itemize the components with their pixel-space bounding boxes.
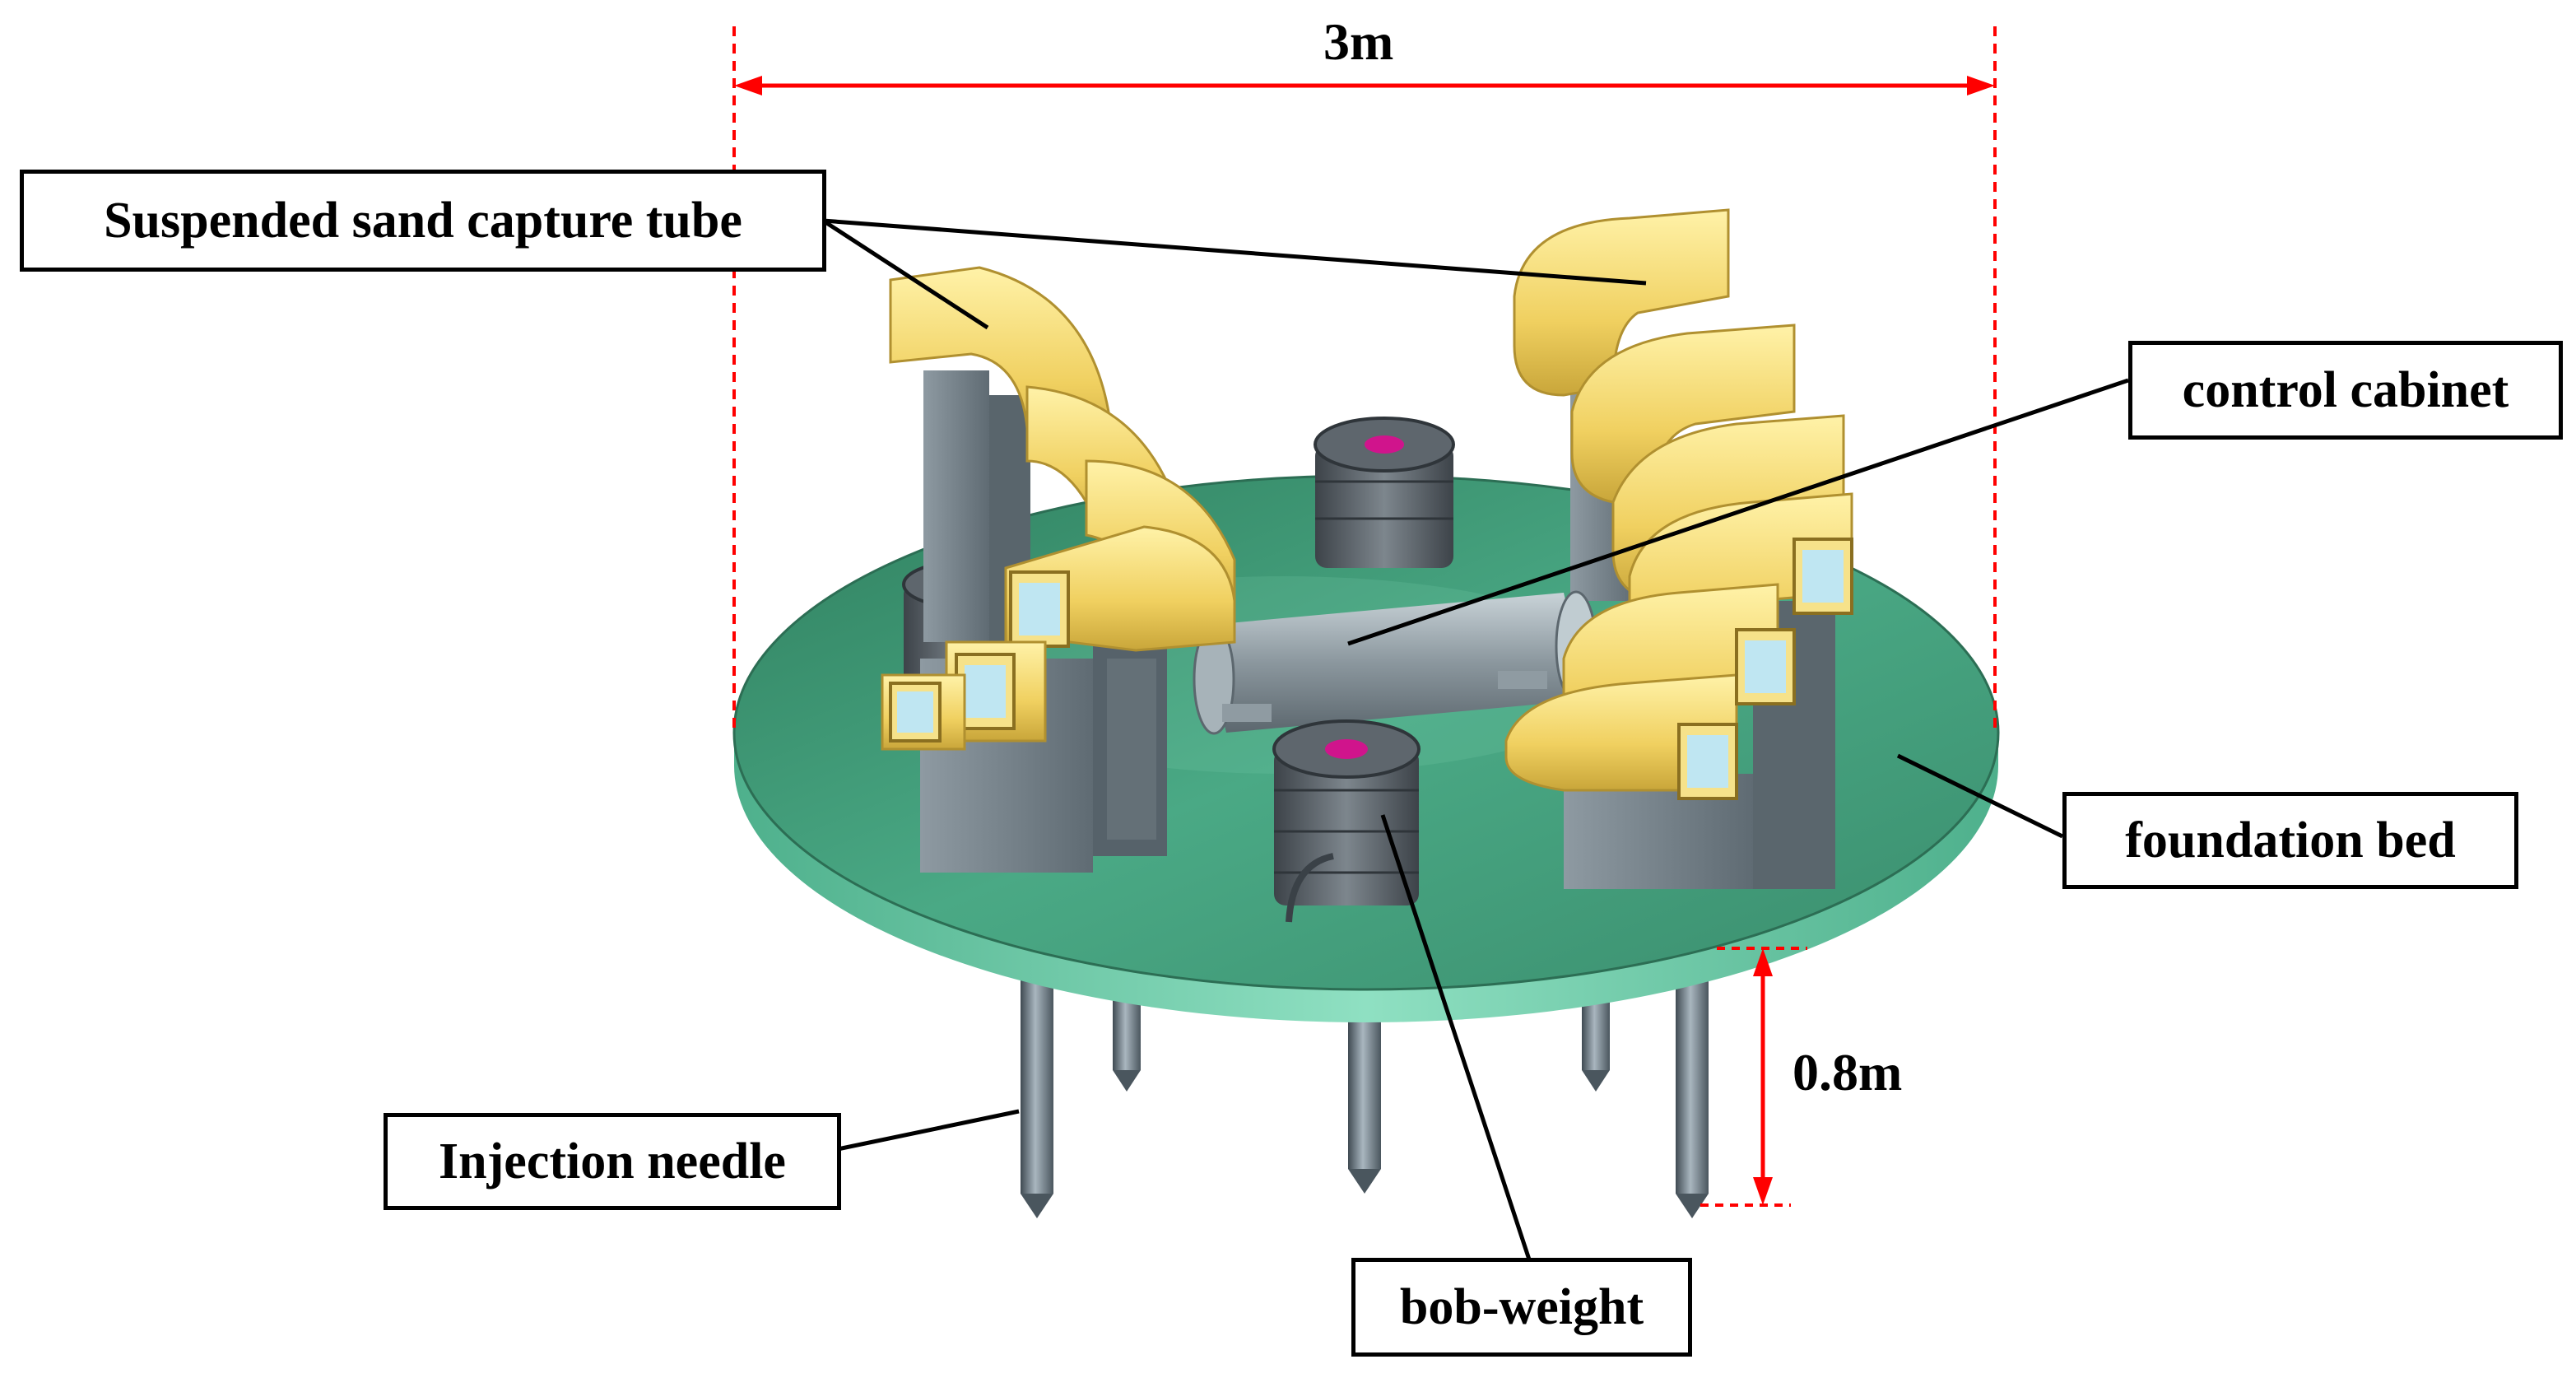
- tube-mouth: [1677, 723, 1738, 800]
- leader-foundation-bed: [1896, 753, 2064, 839]
- height-dimension-label: 0.8m: [1793, 1043, 1903, 1101]
- bob-weight-front: [1272, 719, 1421, 923]
- label-injection-needle: Injection needle: [384, 1113, 841, 1210]
- leader-injection-needle: [837, 1109, 1020, 1152]
- tube-mouth: [1004, 525, 1236, 652]
- label-foundation-bed: foundation bed: [2062, 792, 2518, 889]
- leader-lines: [821, 218, 2129, 1260]
- leader-sand-tube-right: [822, 218, 1647, 286]
- leader-bob-weight: [1380, 814, 1532, 1260]
- sand-capture-tubes-left: [881, 266, 1236, 873]
- dimension-height: [1700, 947, 1807, 1207]
- leader-sand-tube-left: [821, 218, 989, 330]
- needle: [1021, 947, 1053, 1218]
- dimension-width: [732, 26, 1997, 734]
- label-sand-capture-tube: Suspended sand capture tube: [20, 170, 826, 272]
- leader-control-cabinet: [1347, 378, 2129, 646]
- sand-capture-tubes-right: [1504, 208, 1853, 889]
- label-control-cabinet: control cabinet: [2128, 341, 2563, 440]
- label-bob-weight: bob-weight: [1351, 1258, 1692, 1357]
- tube-mouth: [1735, 628, 1796, 705]
- tube-mouth: [1793, 538, 1853, 615]
- tube-mouth: [881, 673, 966, 751]
- bob-weight-back: [1314, 417, 1455, 568]
- width-dimension-label: 3m: [1323, 12, 1394, 71]
